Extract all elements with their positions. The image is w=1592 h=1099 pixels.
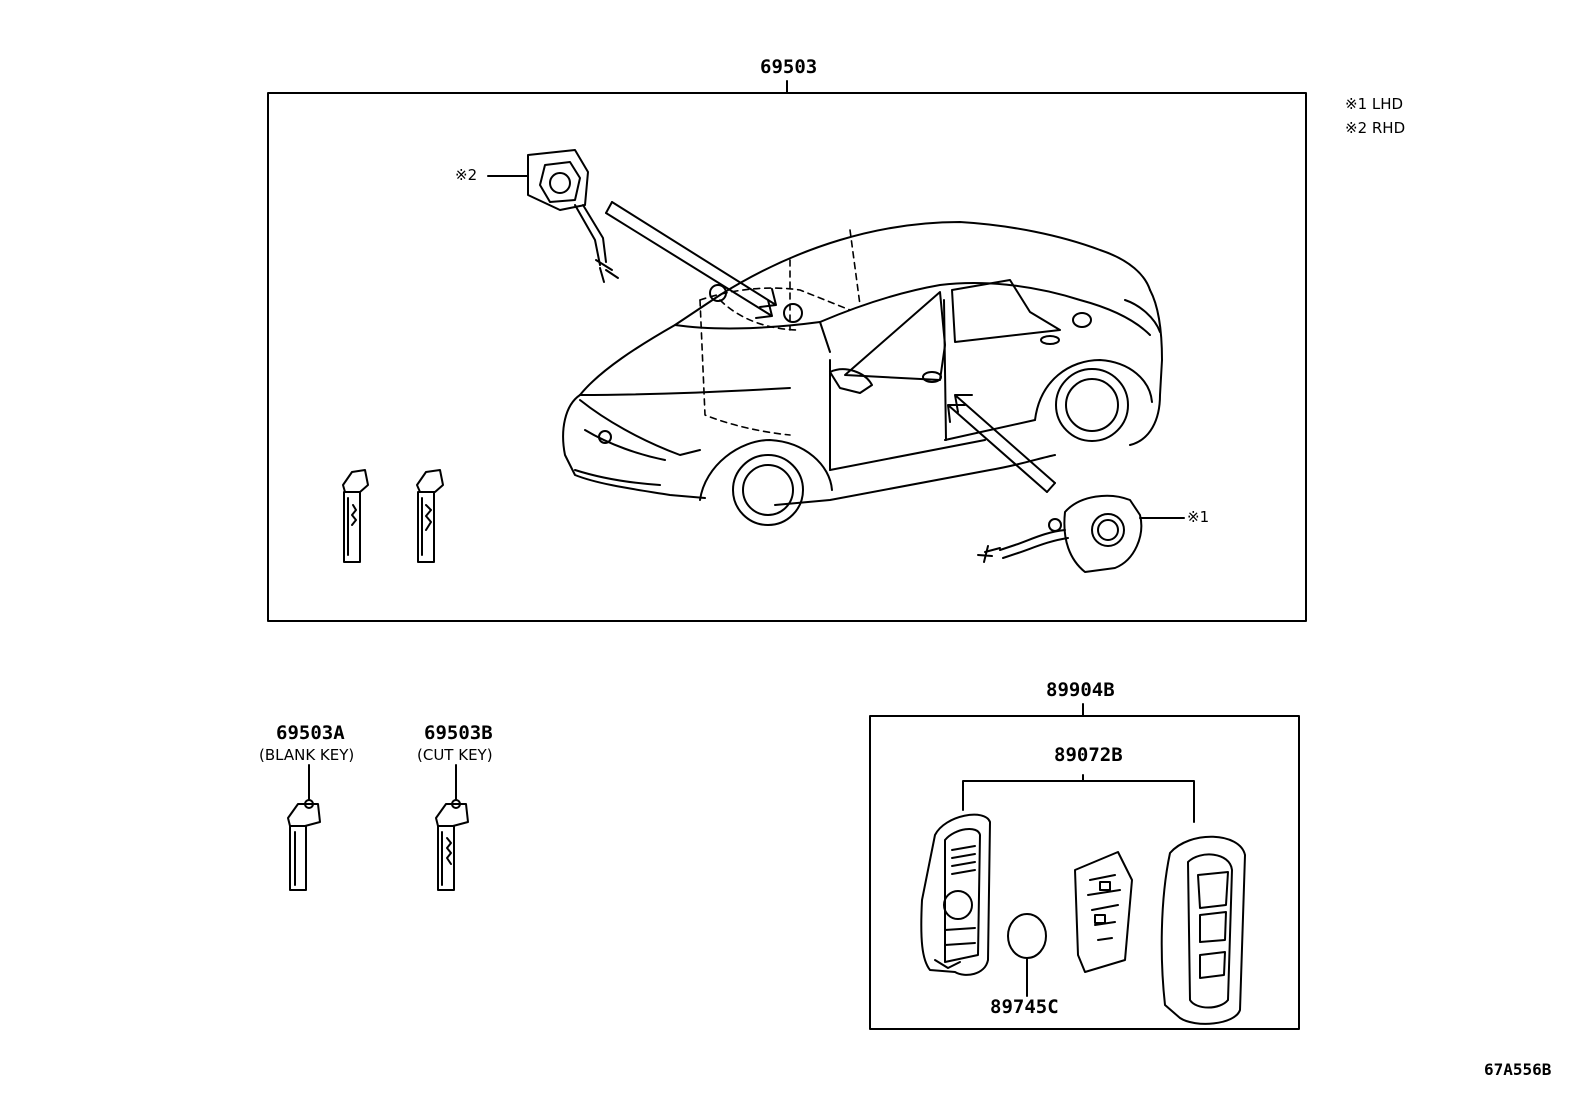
ref-mark-1: ※1 xyxy=(1187,508,1210,526)
door-lock-cylinder-illustration xyxy=(977,494,1185,573)
note-lhd: ※1 LHD xyxy=(1345,95,1404,113)
car-body-illustration xyxy=(562,221,1163,526)
battery-part-number: 89745C xyxy=(990,996,1059,1018)
circuit-board-illustration xyxy=(1074,851,1133,973)
transmitter-housing-part-number: 89072B xyxy=(1054,744,1123,766)
smart-key-assembly-frame xyxy=(869,715,1300,1030)
blank-key-description: (BLANK KEY) xyxy=(259,746,355,764)
blank-key-part-number: 69503A xyxy=(276,722,345,744)
key-illustration-1 xyxy=(342,469,369,563)
car-hidden-lines xyxy=(699,229,861,436)
arrow-to-ignition xyxy=(605,201,777,319)
ref-mark-2: ※2 xyxy=(455,166,478,184)
cut-key-illustration xyxy=(435,799,469,891)
housing-bracket xyxy=(962,780,1195,823)
key-fob-front-illustration xyxy=(1160,835,1246,1025)
key-illustration-2 xyxy=(416,469,444,563)
diagram-code: 67A556B xyxy=(1484,1060,1552,1079)
key-housing-illustration xyxy=(920,813,991,976)
main-assembly-frame xyxy=(267,92,1307,622)
arrow-to-door xyxy=(947,394,1056,493)
cut-key-description: (CUT KEY) xyxy=(417,746,493,764)
cut-key-part-number: 69503B xyxy=(424,722,493,744)
note-rhd: ※2 RHD xyxy=(1345,119,1406,137)
smart-key-assembly-part-number: 89904B xyxy=(1046,679,1115,701)
ignition-cylinder-illustration xyxy=(487,149,619,283)
ignition-location-marker xyxy=(783,303,803,323)
blank-key-illustration xyxy=(287,799,321,891)
battery-illustration xyxy=(1007,913,1047,997)
main-assembly-part-number: 69503 xyxy=(760,56,818,78)
